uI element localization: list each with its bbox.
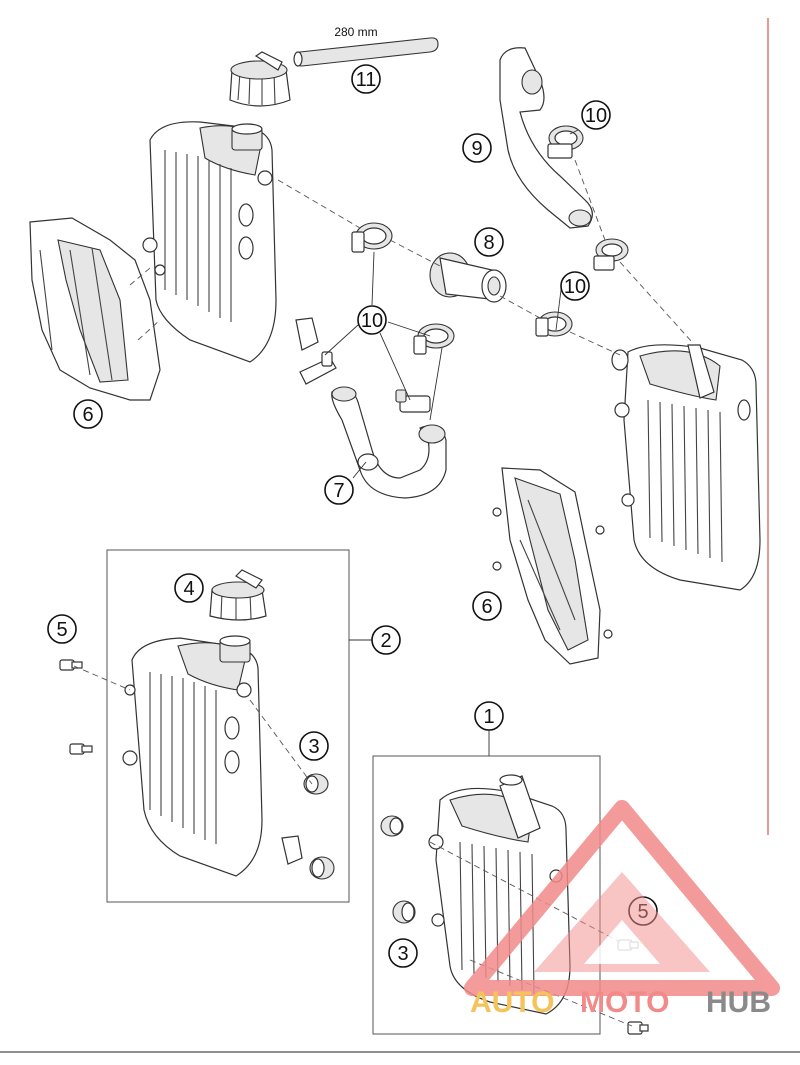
straight-hose-part: 280 mm	[293, 25, 439, 67]
hose-clamp-part-1	[351, 222, 393, 253]
radiator-left-top-part	[142, 121, 319, 363]
screw-left-2	[69, 743, 93, 755]
hose-clamp-part-4	[395, 389, 431, 413]
callout-4: 4	[174, 573, 204, 603]
watermark-text-moto: MOTO	[580, 986, 669, 1019]
radiator-right-top-part	[611, 344, 761, 591]
radiator-shroud-left-part	[29, 217, 161, 401]
svg-text:2: 2	[380, 630, 391, 652]
watermark-triangle-outer	[464, 800, 780, 996]
watermark-triangle-core	[584, 920, 660, 964]
rubber-grommet-right-2	[392, 900, 416, 924]
rubber-grommet-left-1	[303, 773, 329, 795]
radiator-right-assembly-part	[428, 774, 571, 1015]
assembly-dashed-lines	[73, 159, 693, 1027]
svg-text:9: 9	[471, 138, 482, 160]
rubber-grommet-left-2	[309, 856, 335, 880]
svg-text:10: 10	[361, 310, 383, 332]
radiator-hose-lower-part	[331, 386, 447, 499]
assembly-box-1	[372, 755, 601, 1035]
screw-left-1	[59, 659, 83, 671]
callout-3-right: 3	[388, 938, 418, 968]
svg-text:3: 3	[397, 943, 408, 965]
callout-6-left: 6	[73, 399, 103, 429]
svg-text:10: 10	[564, 276, 586, 298]
radiator-cap-part	[209, 569, 267, 621]
watermark-logo	[464, 800, 780, 996]
svg-text:6: 6	[82, 404, 93, 426]
callout-5-left: 5	[47, 614, 77, 644]
callout-2: 2	[371, 625, 401, 655]
watermark-text: AUTO MOTO HUB	[470, 986, 771, 1019]
radiator-left-assembly-part	[122, 635, 303, 877]
rubber-grommet-right-1	[380, 815, 404, 837]
svg-text:7: 7	[333, 480, 344, 502]
svg-text:11: 11	[356, 69, 377, 91]
callout-8: 8	[474, 227, 504, 257]
callout-10-top: 10	[581, 100, 611, 130]
svg-text:8: 8	[483, 232, 494, 254]
radiator-shroud-right-part	[492, 467, 613, 665]
radiator-hose-upper-part	[499, 47, 593, 229]
hose-clamp-part-2	[535, 311, 573, 337]
hose-clamp-part-5	[547, 125, 584, 159]
hose-length-label: 280 mm	[334, 25, 377, 39]
radiator-cap-top-part	[229, 51, 291, 107]
callout-3-left: 3	[299, 731, 329, 761]
svg-text:3: 3	[308, 736, 319, 758]
watermark-text-auto: AUTO	[470, 986, 554, 1019]
svg-text:5: 5	[56, 619, 67, 641]
callout-10-middle: 10	[357, 305, 387, 335]
watermark-text-hub: HUB	[706, 986, 771, 1019]
callout-11: 11	[351, 64, 381, 94]
svg-text:6: 6	[481, 596, 492, 618]
callout-10-right: 10	[560, 271, 590, 301]
screw-right-2	[627, 1021, 649, 1035]
callout-7: 7	[324, 475, 354, 505]
callout-6-right: 6	[472, 591, 502, 621]
water-pump-union-part	[429, 252, 507, 303]
svg-text:10: 10	[585, 105, 607, 127]
hose-clamp-part-6	[593, 238, 629, 271]
callout-1: 1	[474, 701, 504, 731]
hose-clamp-part-3	[413, 323, 455, 355]
callout-9: 9	[462, 133, 492, 163]
svg-text:4: 4	[183, 578, 194, 600]
bleed-screw-part	[299, 351, 337, 385]
svg-text:1: 1	[483, 706, 494, 728]
assembly-box-2	[106, 549, 350, 903]
